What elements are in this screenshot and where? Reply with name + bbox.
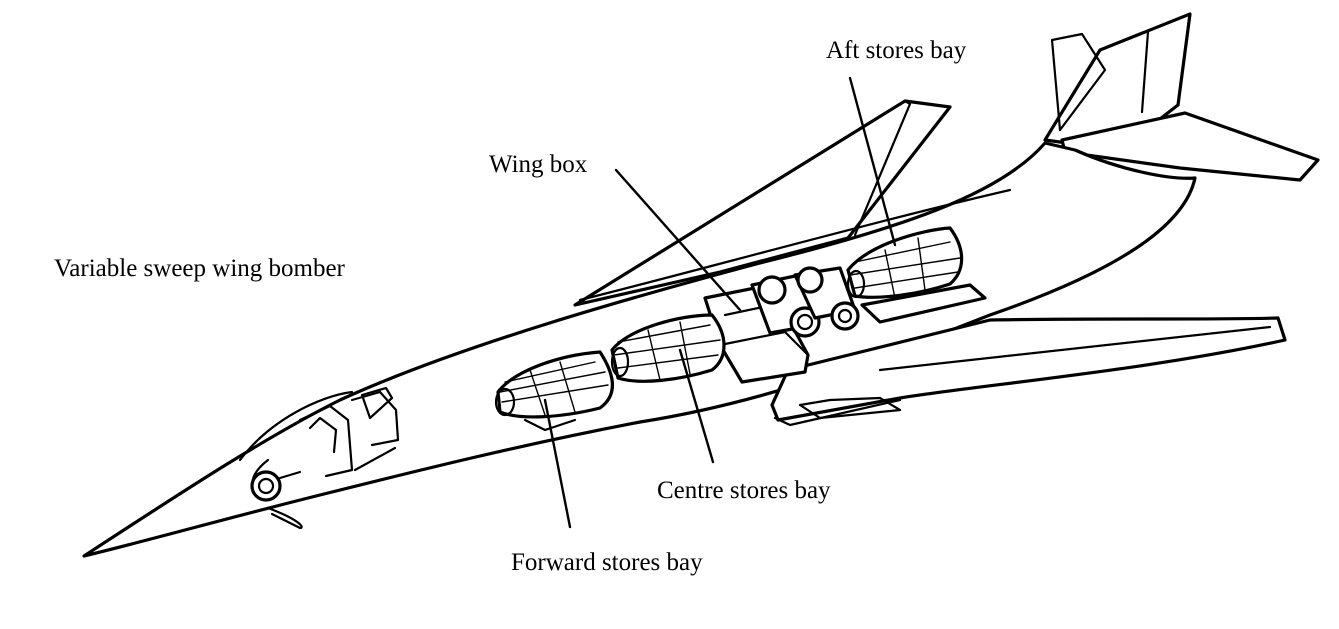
aft-stores-rack (846, 226, 987, 324)
label-centre-stores-bay: Centre stores bay (657, 477, 831, 504)
centre-stores-leader (678, 348, 715, 464)
diagram-title: Variable sweep wing bomber (54, 255, 345, 282)
rotary-launchers (750, 266, 860, 338)
label-aft-stores-bay: Aft stores bay (826, 37, 967, 64)
forward-stores-leader (543, 398, 572, 529)
upper-wing (573, 99, 952, 307)
label-wing-box: Wing box (489, 151, 588, 178)
centre-stores-rack (610, 313, 726, 383)
leader-lines (543, 76, 897, 529)
wing-box-leader (614, 168, 742, 312)
lower-wing (770, 316, 1287, 427)
cockpit (238, 386, 400, 502)
forward-stores-rack (494, 350, 614, 432)
aft-stores-leader (848, 76, 897, 247)
label-forward-stores-bay: Forward stores bay (511, 549, 703, 576)
